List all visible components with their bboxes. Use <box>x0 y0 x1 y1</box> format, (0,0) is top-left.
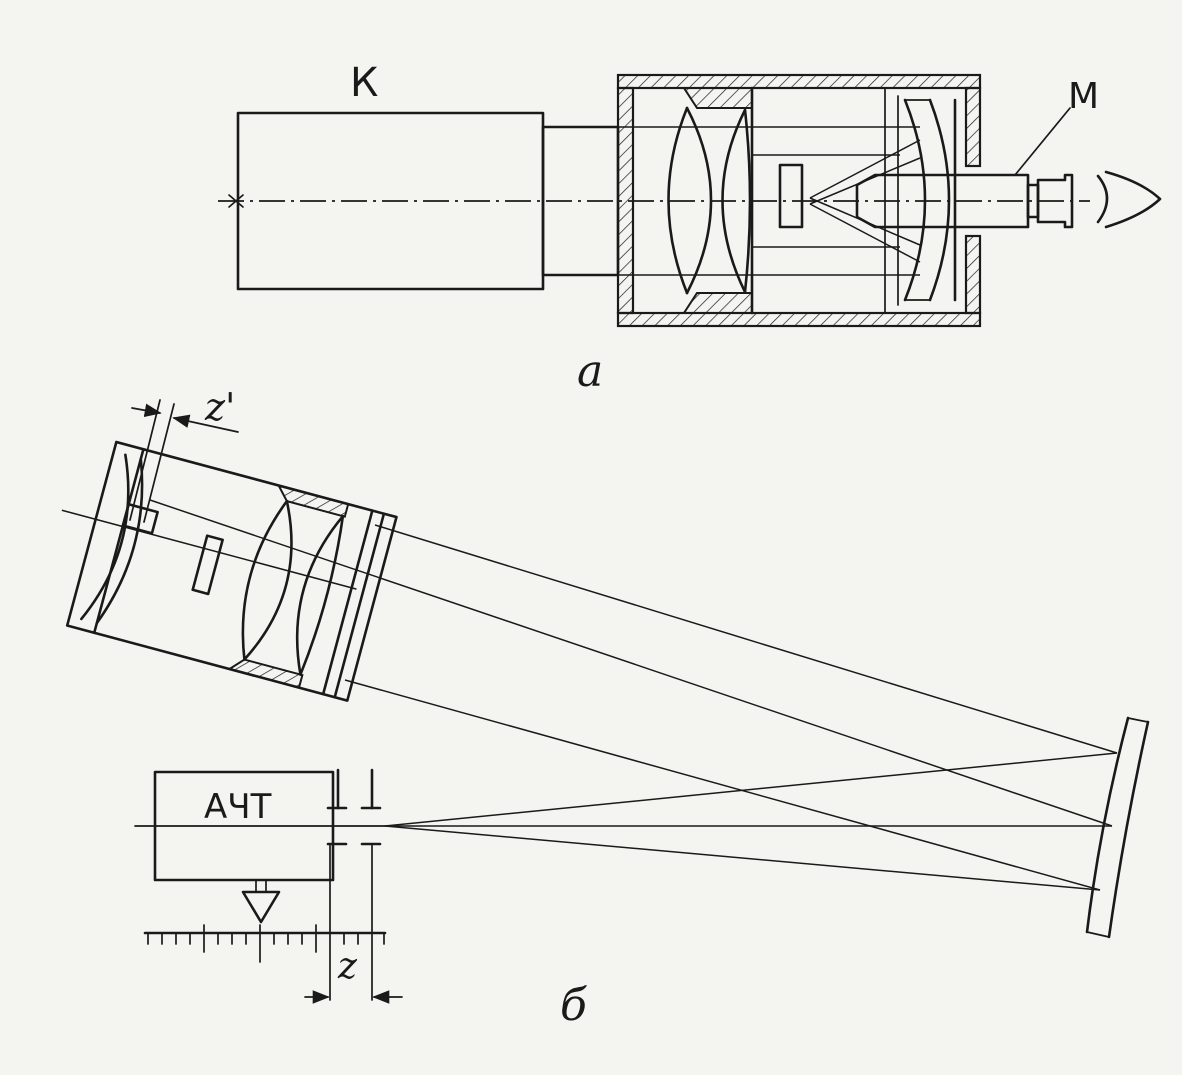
panel-b: z' АЧТ <box>61 385 1150 1031</box>
measuring-unit-housing <box>616 73 982 328</box>
panel-a-label: а <box>577 346 603 397</box>
z-label: z <box>337 946 358 987</box>
rays-b <box>149 499 1118 891</box>
z-prime-label: z' <box>204 385 235 429</box>
eye-icon <box>1096 170 1162 229</box>
panel-a: К <box>218 60 1162 397</box>
blackbody-source: АЧТ <box>134 768 386 1001</box>
measuring-unit-tilted <box>61 440 398 702</box>
microscope-label: М <box>1068 76 1099 117</box>
z-dimension: z <box>304 946 403 1004</box>
panel-b-label: б <box>560 980 587 1031</box>
arrow-down-icon <box>241 879 281 924</box>
scale-ruler <box>143 924 387 963</box>
collimator: К <box>236 60 620 291</box>
z-prime-dimension: z' <box>129 385 239 523</box>
blackbody-label: АЧТ <box>204 787 272 827</box>
objective-doublet-a <box>667 87 753 314</box>
microscope: М <box>855 76 1099 229</box>
collimator-label: К <box>350 60 378 106</box>
concave-mirror <box>1085 716 1150 939</box>
reticle-plate-a <box>778 163 804 229</box>
